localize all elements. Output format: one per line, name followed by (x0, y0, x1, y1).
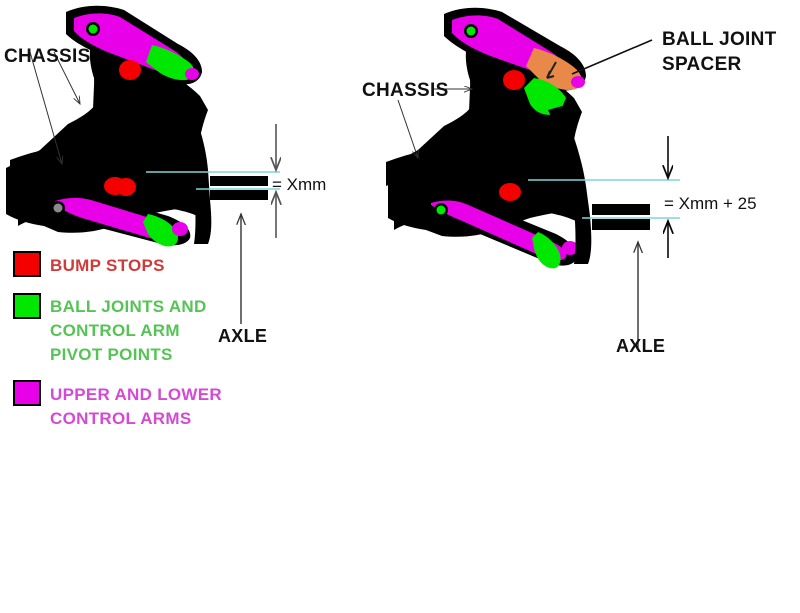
left-axle-label: AXLE (218, 326, 267, 346)
legend-label-control-arms-2: CONTROL ARMS (50, 409, 191, 428)
legend-item-ball-joints: BALL JOINTS AND CONTROL ARM PIVOT POINTS (13, 293, 207, 364)
legend-label-bump-stops: BUMP STOPS (50, 256, 165, 275)
left-axle-lower-bar (210, 190, 268, 200)
left-upper-ball-joint (146, 45, 195, 81)
right-chassis-label: CHASSIS (362, 80, 449, 101)
right-chassis-leader-2 (397, 99, 418, 158)
legend-label-ball-joints-3: PIVOT POINTS (50, 345, 173, 364)
left-lower-arm-tip (172, 222, 188, 236)
right-lower-bump-stop (499, 183, 521, 201)
left-upper-pivot-point (88, 24, 98, 34)
right-upper-bump-stop (503, 70, 525, 90)
legend-label-control-arms-1: UPPER AND LOWER (50, 385, 222, 404)
component-color-key: BUMP STOPS BALL JOINTS AND CONTROL ARM P… (13, 251, 222, 428)
left-lower-pivot-point (53, 203, 63, 213)
left-chassis-leader-1 (29, 51, 62, 164)
legend-swatch-bump-stops (13, 251, 41, 277)
right-assembly (386, 7, 680, 348)
legend-swatch-control-arms (13, 380, 41, 406)
right-upper-control-arm (444, 7, 586, 115)
left-lower-ball-joint (143, 214, 178, 247)
left-upper-arm-tip (185, 68, 199, 80)
left-chassis-label: CHASSIS (4, 46, 91, 67)
left-upper-bump-stop (119, 60, 141, 80)
legend-label-ball-joints-2: CONTROL ARM (50, 321, 180, 340)
right-axle-lower-bar (592, 219, 650, 230)
spacer-label-line1: BALL JOINT (662, 29, 777, 50)
right-lower-control-arm (424, 193, 578, 269)
right-lower-arm-tip (562, 241, 578, 255)
right-upper-arm-tip (571, 76, 585, 88)
right-dimension-label: = Xmm + 25 (664, 194, 757, 213)
left-upright (172, 98, 212, 244)
left-lower-control-arm (48, 191, 191, 247)
right-axle-label: AXLE (616, 336, 665, 356)
legend-item-bump-stops: BUMP STOPS (13, 251, 165, 277)
left-dimension-label: = Xmm (272, 175, 326, 194)
left-assembly (6, 5, 280, 324)
legend-item-control-arms: UPPER AND LOWER CONTROL ARMS (13, 380, 222, 428)
left-chassis-leader-2 (53, 51, 80, 104)
right-upper-ball-joint (524, 78, 566, 115)
right-lower-ball-joint (532, 232, 561, 269)
spacer-arrow-glyph (546, 61, 557, 79)
right-lower-pivot-point (436, 205, 446, 215)
left-axle-upper-bar (210, 176, 268, 186)
legend-label-ball-joints-1: BALL JOINTS AND (50, 297, 207, 316)
spacer-label-line2: SPACER (662, 54, 742, 75)
left-upper-control-arm (66, 5, 202, 85)
spacer-leader-line (571, 39, 653, 75)
legend-swatch-ball-joints (13, 293, 41, 319)
right-upper-pivot-point (466, 26, 476, 36)
left-lower-bump-stop-2 (116, 178, 136, 196)
right-axle-upper-bar (592, 204, 650, 215)
right-upright (548, 106, 592, 264)
